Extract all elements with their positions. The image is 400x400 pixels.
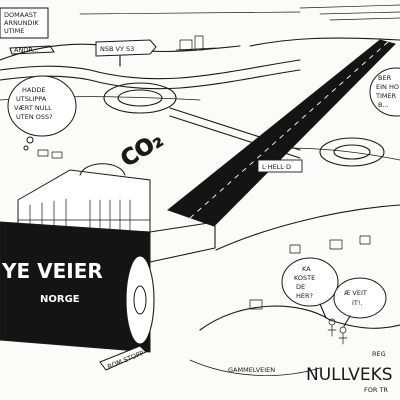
steam-roller: YE VEIER NORGE xyxy=(0,221,216,353)
houses-lower-right xyxy=(249,235,371,310)
cows-left xyxy=(37,149,63,159)
sign-top-left-line3: UTIME xyxy=(4,27,24,35)
bubble-ka-koste-line2: KOSTE xyxy=(294,274,315,282)
sign-upper-left-road-text: ANDR... xyxy=(14,46,39,54)
bubble-right-edge-line3: TIMER xyxy=(375,92,397,100)
roller-main-text: YE VEIER xyxy=(1,259,103,283)
sign-nsb: NSB VY S3 xyxy=(95,39,157,67)
caption-small-top: REG xyxy=(372,350,386,358)
bubble-left-line2: UTSLIPPA xyxy=(16,95,47,103)
bubble-left-line3: VÆRT NULL xyxy=(14,104,52,112)
bubble-right-edge-line2: EIN HO xyxy=(376,83,399,91)
speech-bubble-right-edge: BER EIN HO TIMER B... xyxy=(369,67,400,117)
bubble-right-edge-line1: BER xyxy=(378,74,392,82)
bubble-ka-koste-line1: KA xyxy=(302,265,311,273)
sky-hatch xyxy=(299,4,400,21)
roller-sub-text: NORGE xyxy=(40,294,80,305)
road-co2-text: CO₂ xyxy=(117,128,168,173)
highway xyxy=(166,39,396,227)
sign-top-left: DOMAAST ARNUNDIK UTIME xyxy=(0,7,49,39)
highway-center-line xyxy=(189,41,389,219)
speech-bubble-ae-veit: Æ VEIT IT!. xyxy=(333,277,387,327)
sign-top-left-line1: DOMAAST xyxy=(4,11,37,19)
bubble-left-line4: UTEN OSS? xyxy=(16,113,53,121)
field-outline-lower-2 xyxy=(199,305,400,331)
speech-bubble-ka-koste: KA KOSTE DE HER? xyxy=(281,257,339,319)
caption-main: NULLVEKS xyxy=(306,365,393,385)
bubble-ae-veit-line2: IT!. xyxy=(352,299,363,307)
bubble-left-line1: HADDE xyxy=(22,86,45,94)
old-road-left xyxy=(0,59,301,80)
sign-right-road: L·HELL·D xyxy=(257,159,303,173)
horizon-line xyxy=(79,11,301,15)
gammelveien-label: GAMMELVEIEN xyxy=(228,366,275,374)
sign-nsb-text: NSB VY S3 xyxy=(100,45,134,53)
bubble-right-edge-line4: B... xyxy=(378,101,389,109)
bubble-ka-koste-line3: DE xyxy=(296,283,305,291)
hill-right xyxy=(249,37,400,47)
gammelveien-road xyxy=(189,359,321,376)
caption-sub: FOR TR xyxy=(364,386,388,394)
sign-right-road-text: L·HELL·D xyxy=(262,163,291,171)
bubble-ae-veit-line1: Æ VEIT xyxy=(344,289,367,297)
sign-upper-left-road: ANDR... xyxy=(9,45,55,55)
town-top xyxy=(175,35,216,51)
sign-top-left-line2: ARNUNDIK xyxy=(4,19,39,27)
bubble-ka-koste-line4: HER? xyxy=(296,292,313,300)
speech-bubble-left: HADDE UTSLIPPA VÆRT NULL UTEN OSS? xyxy=(7,75,77,151)
figures-lower-right xyxy=(327,318,348,345)
roundabout-left xyxy=(103,82,177,114)
field-outline-lower xyxy=(215,204,400,251)
roundabout-right xyxy=(319,137,385,167)
